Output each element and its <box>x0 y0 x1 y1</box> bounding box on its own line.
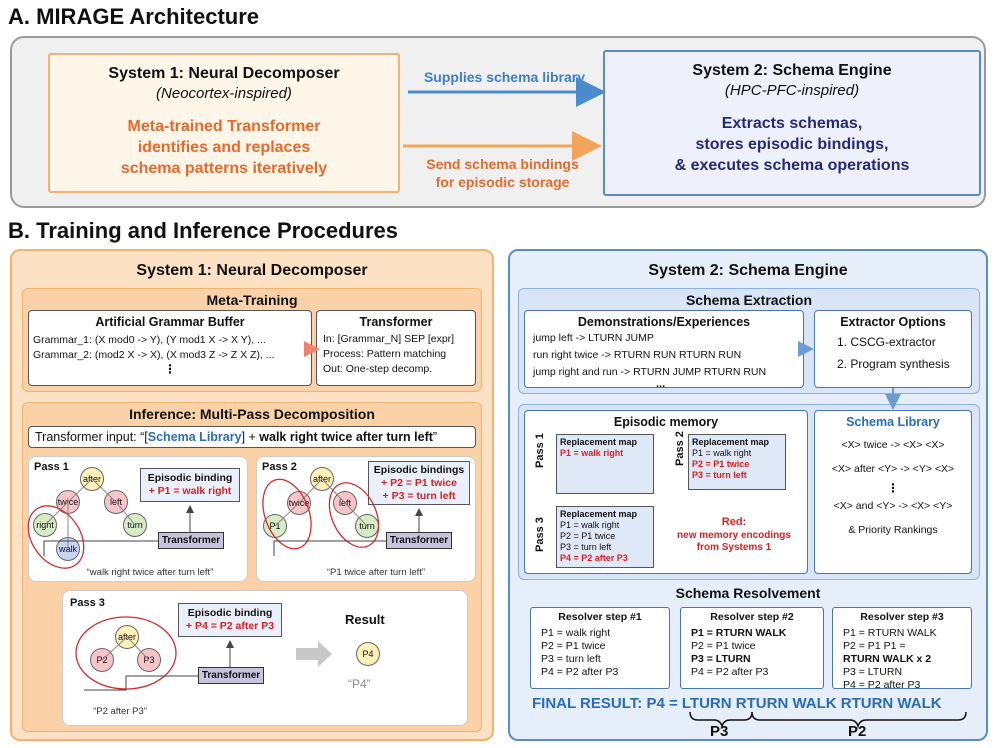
memory-pass2-map: Replacement map P1 = walk right P2 = P1 … <box>688 434 786 490</box>
system1-title: System 1: Neural Decomposer <box>108 65 340 82</box>
supplies-library-label: Supplies schema library <box>423 69 586 85</box>
brace-p2 <box>751 711 967 729</box>
input-command: walk right twice after turn left <box>259 430 433 444</box>
demonstrations-box: Demonstrations/Experiences jump left -> … <box>524 310 804 388</box>
transformer-input-box: Transformer input: “[Schema Library] + w… <box>28 426 476 448</box>
pass3-transformer: Transformer <box>198 667 264 684</box>
pass3-label: Pass 3 <box>70 597 105 609</box>
pass2-caption: “P1 twice after turn left” <box>326 567 426 578</box>
final-result-prefix: FINAL RESULT: P4 = <box>532 695 682 712</box>
schema-rule: <X> after <Y> -> <Y> <X> <box>831 463 955 475</box>
system1-box: System 1: Neural Decomposer (Neocortex-i… <box>48 53 400 193</box>
meta-transformer-box: Transformer In: [Grammar_N] SEP [expr] P… <box>316 310 476 386</box>
memory-pass3-map: Replacement map P1 = walk right P2 = P1 … <box>556 506 654 568</box>
demo-line: jump left -> LTURN JUMP <box>533 332 654 344</box>
schema-extraction-title: Schema Extraction <box>685 292 813 308</box>
grammar-ellipsis: ⋮ <box>164 362 176 376</box>
grammar-line: Grammar_1: (X mod0 -> Y), (Y mod1 X -> X… <box>33 334 266 346</box>
demo-line: run right twice -> RTURN RUN RTURN RUN <box>533 349 742 361</box>
pass1-binding-box: Episodic binding + P1 = walk right <box>140 468 240 502</box>
pass1-transformer: Transformer <box>158 532 224 549</box>
send-bindings-label: Send schema bindings for episodic storag… <box>426 156 579 190</box>
final-result-p3: LTURN <box>681 695 732 712</box>
schema-resolvement-title: Schema Resolvement <box>675 585 821 601</box>
schema-library-box: Schema Library <X> twice -> <X> <X> <X> … <box>814 410 972 574</box>
pass2-transformer: Transformer <box>386 532 452 549</box>
schema-library-title: Schema Library <box>846 415 940 429</box>
resolver-step-2: Resolver step #2 P1 = RTURN WALK P2 = P1… <box>680 607 824 689</box>
brace-p3 <box>689 711 753 729</box>
resolver-step-3: Resolver step #3 P1 = RTURN WALK P2 = P1… <box>832 607 972 691</box>
final-result: FINAL RESULT: P4 = LTURN RTURN WALK RTUR… <box>532 695 942 712</box>
demonstrations-title: Demonstrations/Experiences <box>577 315 751 329</box>
brace-p3-label: P3 <box>710 723 729 740</box>
neural-decomposer-title: System 1: Neural Decomposer <box>136 262 368 279</box>
transformer-line: In: [Grammar_N] SEP [expr] <box>323 333 455 345</box>
pass1-label: Pass 1 <box>34 461 69 473</box>
demo-line: jump right and run -> RTURN JUMP RTURN R… <box>533 366 767 378</box>
pass3-binding-box: Episodic binding + P4 = P2 after P3 <box>178 603 282 637</box>
final-result-p2: RTURN WALK RTURN WALK <box>735 695 942 712</box>
system1-subtitle: (Neocortex-inspired) <box>156 85 292 102</box>
meta-training-title: Meta-Training <box>206 292 298 308</box>
schema-rule: <X> and <Y> -> <X> <Y> <box>833 500 953 512</box>
schema-engine-title: System 2: Schema Engine <box>648 262 848 279</box>
priority-rankings: & Priority Rankings <box>848 524 938 536</box>
brace-p2-label: P2 <box>848 723 867 740</box>
result-node-p4: P4 <box>356 642 380 666</box>
extractor-option: 2. Program synthesis <box>837 357 950 371</box>
grammar-buffer-box: Artificial Grammar Buffer Grammar_1: (X … <box>28 310 312 386</box>
pass2-label: Pass 2 <box>262 461 297 473</box>
grammar-line: Grammar_2: (mod2 X -> X), (X mod3 Z -> Z… <box>33 349 275 361</box>
transformer-line: Process: Pattern matching <box>323 348 447 360</box>
inference-title: Inference: Multi-Pass Decomposition <box>129 406 375 422</box>
memory-legend: Red: new memory encodings from Systems 1 <box>677 516 791 553</box>
system2-title: System 2: Schema Engine <box>692 62 892 79</box>
extractor-options-box: Extractor Options 1. CSCG-extractor 2. P… <box>814 310 972 388</box>
demo-ellipsis: ... <box>656 378 666 390</box>
extractor-options-title: Extractor Options <box>840 315 946 329</box>
pass3-caption: “P2 after P3” <box>93 706 147 717</box>
schema-ellipsis: ⋮ <box>887 481 899 495</box>
section-a-title: A. MIRAGE Architecture <box>8 4 260 29</box>
system2-box: System 2: Schema Engine (HPC-PFC-inspire… <box>603 50 981 196</box>
result-caption: “P4” <box>348 677 371 691</box>
extractor-option: 1. CSCG-extractor <box>837 335 936 349</box>
result-label: Result <box>345 612 385 627</box>
transformer-line: Out: One-step decomp. <box>323 363 433 375</box>
pass2-binding-box: Episodic bindings + P2 = P1 twice + P3 =… <box>368 461 470 505</box>
schema-rule: <X> twice -> <X> <X> <box>841 439 945 451</box>
episodic-memory-title: Episodic memory <box>613 415 719 429</box>
schema-library-ref: Schema Library <box>147 430 242 444</box>
pass1-caption: “walk right twice after turn left” <box>86 567 214 578</box>
system2-subtitle: (HPC-PFC-inspired) <box>724 82 860 99</box>
system2-description: Extracts schemas, stores episodic bindin… <box>674 115 910 174</box>
meta-transformer-title: Transformer <box>359 315 433 329</box>
resolver-step-1: Resolver step #1 P1 = walk right P2 = P1… <box>530 607 670 689</box>
section-b-title: B. Training and Inference Procedures <box>8 218 398 243</box>
memory-pass1-map: Replacement map P1 = walk right <box>556 434 654 494</box>
system1-description: Meta-trained Transformer identifies and … <box>120 118 328 177</box>
grammar-buffer-title: Artificial Grammar Buffer <box>95 315 245 329</box>
